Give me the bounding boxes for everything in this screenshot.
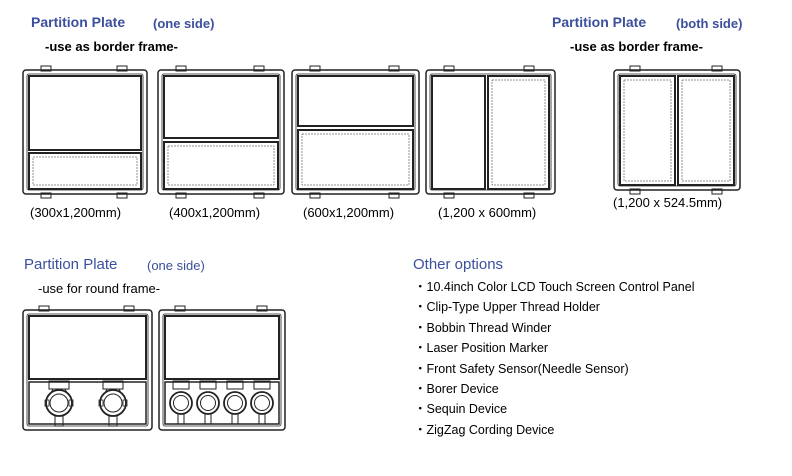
option-item: ・Front Safety Sensor(Needle Sensor) (414, 361, 629, 376)
option-item: ・Bobbin Thread Winder (414, 320, 552, 335)
option-item: ・Borer Device (414, 382, 499, 397)
one-side-round-usage: -use for round frame- (38, 281, 161, 296)
option-item: ・Laser Position Marker (414, 341, 549, 356)
both-side-border-usage: -use as border frame- (570, 39, 703, 54)
option-item: ・ZigZag Cording Device (414, 422, 555, 437)
one-side-border-subtitle: (one side) (153, 16, 215, 31)
one-side-border-title: Partition Plate (31, 14, 126, 30)
partition-plate-400-diagram (157, 65, 285, 199)
round-frame-four-holder-diagram (158, 305, 286, 431)
round-frame-two-holder-diagram (22, 305, 153, 431)
partition-plate-1200x600-diagram (425, 65, 556, 199)
one-side-round-subtitle: (one side) (147, 258, 205, 273)
other-options-list: ・10.4inch Color LCD Touch Screen Control… (414, 277, 694, 440)
option-item: ・Clip-Type Upper Thread Holder (414, 300, 600, 315)
option-item: ・Sequin Device (414, 402, 508, 417)
partition-plate-600-diagram (291, 65, 420, 199)
caption-both-side: (1,200 x 524.5mm) (613, 195, 723, 210)
option-item: ・10.4inch Color LCD Touch Screen Control… (414, 280, 695, 294)
caption-600: (600x1,200mm) (303, 205, 395, 220)
other-options-title: Other options (413, 256, 504, 273)
partition-plate-both-side-diagram (613, 65, 741, 195)
both-side-border-title: Partition Plate (552, 14, 647, 30)
one-side-border-usage: -use as border frame- (45, 39, 178, 54)
caption-300: (300x1,200mm) (30, 205, 122, 220)
caption-400: (400x1,200mm) (169, 205, 261, 220)
caption-1200x600: (1,200 x 600mm) (438, 205, 537, 220)
one-side-round-title: Partition Plate (24, 256, 118, 273)
both-side-border-subtitle: (both side) (676, 16, 743, 31)
partition-plate-300-diagram (22, 65, 148, 199)
